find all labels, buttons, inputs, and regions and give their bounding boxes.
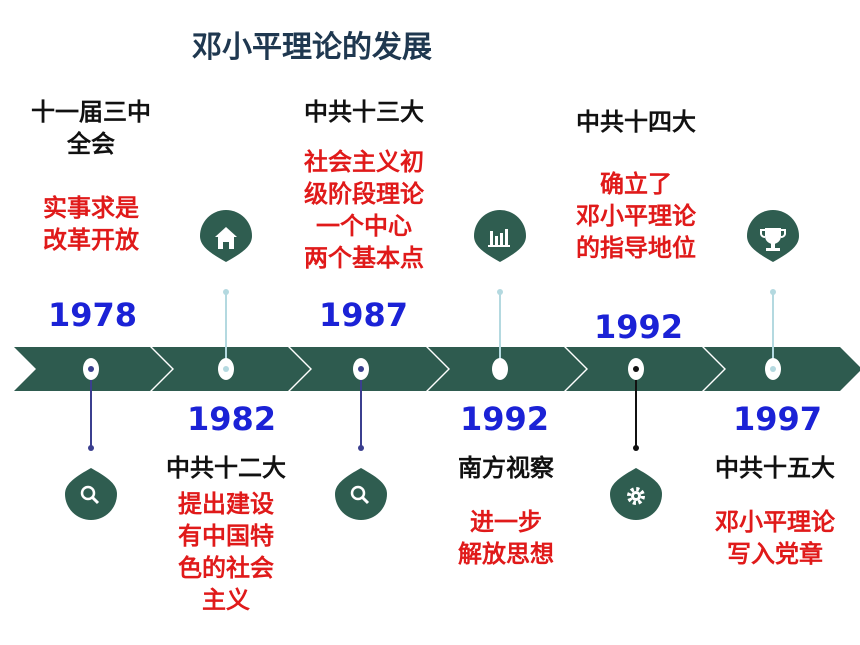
milestone-event: 中共十五大: [715, 454, 835, 482]
trophy-icon: [747, 210, 799, 262]
bar-chart-icon: [474, 210, 526, 262]
milestone-year: 1978: [48, 296, 138, 334]
milestone-event: 中共十三大: [304, 98, 424, 126]
connector-dot: [770, 289, 776, 295]
milestone-event: 中共十四大: [576, 108, 696, 136]
connector-dot: [497, 289, 503, 295]
connector-dot: [223, 289, 229, 295]
milestone-event: 中共十二大: [166, 454, 286, 482]
milestone-description: 提出建设 有中国特 色的社会 主义: [178, 490, 274, 614]
timeline-node: [492, 358, 508, 380]
milestone-year: 1987: [319, 296, 409, 334]
magnifier-icon: [335, 468, 387, 520]
milestone-event: 十一届三中 全会: [31, 98, 151, 158]
milestone-event: 南方视察: [458, 454, 554, 482]
magnifier-icon: [65, 468, 117, 520]
milestone-description: 实事求是 改革开放: [43, 194, 139, 254]
milestone-year: 1992: [594, 308, 684, 346]
milestone-description: 进一步 解放思想: [458, 508, 554, 568]
timeline-chevron: [704, 347, 860, 391]
connector-dot: [633, 445, 639, 451]
connector-dot: [88, 445, 94, 451]
page-title: 邓小平理论的发展: [192, 30, 432, 65]
milestone-year: 1982: [187, 400, 277, 438]
milestone-description: 确立了 邓小平理论 的指导地位: [576, 170, 696, 262]
milestone-description: 社会主义初 级阶段理论 一个中心 两个基本点: [304, 148, 424, 272]
timeline-chevron: [566, 347, 724, 391]
milestone-year: 1997: [733, 400, 823, 438]
gear-icon: [610, 468, 662, 520]
home-icon: [200, 210, 252, 262]
milestone-year: 1992: [460, 400, 550, 438]
connector-dot: [358, 445, 364, 451]
milestone-description: 邓小平理论 写入党章: [715, 508, 835, 568]
